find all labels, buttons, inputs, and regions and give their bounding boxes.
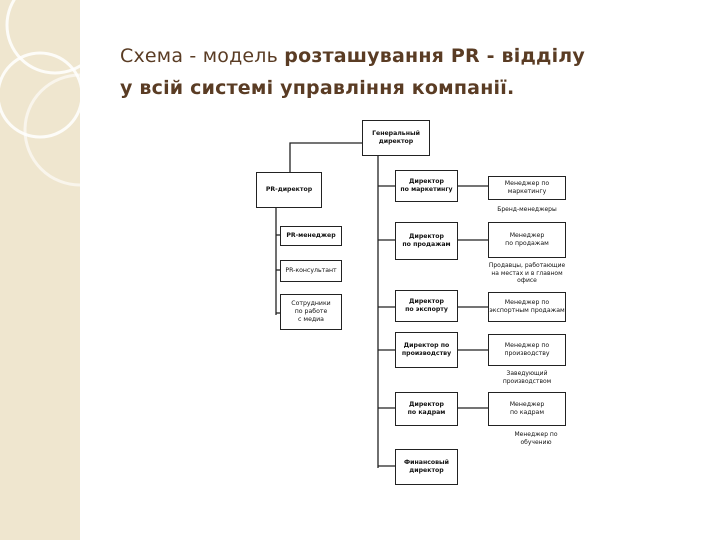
sales-staff-note: Продавцы, работающие на местах и в главн…: [488, 262, 566, 284]
manager-production-box: Менеджер по производству: [488, 334, 566, 366]
pr-manager-box: PR-менеджер: [280, 226, 342, 246]
manager-export-box: Менеджер по экспортным продажам: [488, 292, 566, 322]
pr-consultant-box: PR-консультант: [280, 260, 342, 282]
manager-training-note: Менеджер по обучению: [514, 431, 558, 446]
connector-ceo-pr: [289, 142, 362, 173]
director-production-box: Директор по производству: [395, 332, 458, 368]
title-regular: Схема - модель: [120, 45, 285, 67]
slide-title: Схема - модель розташування PR - відділу…: [120, 40, 710, 104]
director-marketing-box: Директор по маркетингу: [395, 170, 458, 202]
manager-marketing-box: Менеджер по маркетингу: [488, 176, 566, 200]
director-hr-box: Директор по кадрам: [395, 392, 458, 426]
ceo-box: Генеральный директор: [362, 120, 430, 156]
media-staff-box: Сотрудники по работе с медиа: [280, 294, 342, 330]
director-finance-box: Финансовый директор: [395, 449, 458, 485]
title-bold-line1: розташування PR - відділу: [284, 45, 585, 67]
manager-sales-box: Менеджер по продажам: [488, 222, 566, 258]
decorative-circles: [0, 0, 80, 187]
brand-managers-note: Бренд-менеджеры: [497, 206, 557, 213]
manager-hr-box: Менеджер по кадрам: [488, 392, 566, 426]
pr-director-box: PR-директор: [256, 172, 322, 208]
title-bold-line2: у всій системі управління компанії.: [120, 77, 515, 99]
decorative-sidebar: [0, 0, 80, 540]
director-sales-box: Директор по продажам: [395, 222, 458, 260]
director-export-box: Директор по экспорту: [395, 290, 458, 322]
production-heads-note: Заведующий производством: [502, 370, 552, 385]
